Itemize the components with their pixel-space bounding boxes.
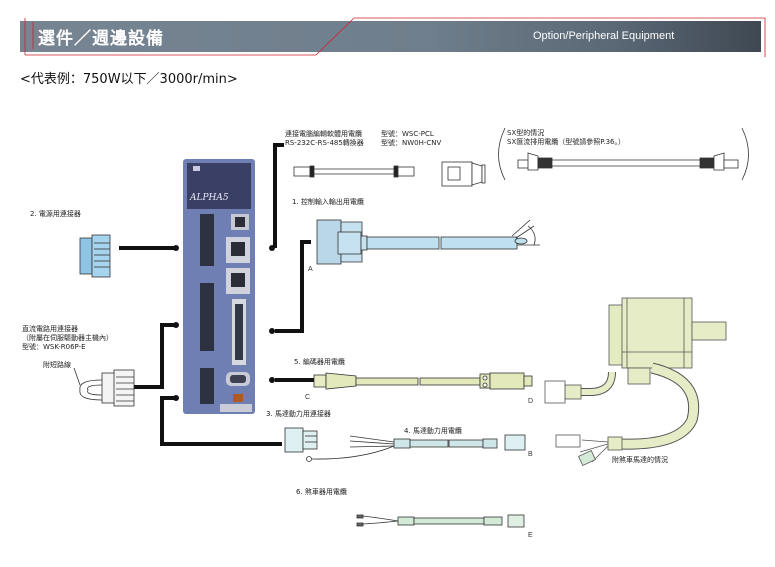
drive-brand-label: ALPHA5 (189, 193, 229, 203)
motor-power-connector[interactable] (284, 427, 318, 462)
point-b: B (528, 451, 533, 458)
connection-lines (117, 143, 314, 446)
servo-motor[interactable] (544, 297, 727, 467)
line-to-pc-cable (273, 143, 284, 248)
dc-connector[interactable] (73, 367, 135, 407)
line-to-dc-connector (117, 323, 174, 389)
power-connector[interactable] (79, 234, 111, 278)
item-2-label: 2. 電源用連接器 (30, 210, 81, 218)
point-e: E (528, 532, 533, 539)
servo-drive[interactable] (183, 159, 255, 414)
item-4-label: 4. 馬達動力用電纜 (404, 427, 462, 435)
io-cable[interactable] (316, 219, 540, 265)
point-a: A (308, 266, 313, 273)
rs485-converter[interactable] (441, 161, 486, 187)
dc-connector-model: 型號：WSK-R06P-E (22, 343, 86, 351)
connection-dots (173, 245, 275, 401)
header-bar (20, 21, 761, 52)
sx-note-line-1: SX型的情況 (507, 129, 545, 137)
header-accent-lines (24, 17, 766, 57)
example-caption: <代表例：750W以下／3000r/min> (20, 72, 238, 87)
encoder-cable[interactable] (313, 372, 533, 390)
motor-power-cable[interactable] (311, 434, 526, 460)
page-title: 選件／週邊設備 (38, 29, 164, 49)
short-wire-label: 附短路線 (43, 361, 71, 369)
page-subtitle-en: Option/Peripheral Equipment (533, 30, 675, 42)
brake-cable[interactable] (356, 514, 525, 528)
pc-cable-model: 型號：WSC-PCL (381, 130, 434, 138)
converter-model: 型號：NW0H-CNV (381, 139, 442, 147)
sx-bus-cable[interactable] (498, 127, 749, 181)
item-6-label: 6. 煞車器用電纜 (296, 488, 347, 496)
item-5-label: 5. 編碼器用電纜 (294, 358, 345, 366)
line-to-io-cable (275, 240, 311, 333)
item-3-label: 3. 馬達動力用連接器 (266, 410, 331, 418)
line-to-motor-connector (160, 396, 282, 446)
pc-cable[interactable] (293, 165, 415, 178)
dc-connector-label-1: 直流電路用連接器 (22, 325, 78, 333)
sx-note-line-2: SX匯流排用電纜（型號請參照P.36。） (507, 138, 626, 146)
point-c: C (305, 394, 311, 401)
pc-cable-label-1: 連接電腦編輯軟體用電纜 (285, 130, 362, 138)
point-d: D (528, 398, 534, 405)
brake-motor-note: 附煞車馬達的情況 (612, 456, 668, 464)
dc-connector-label-2: （附屬在伺服驅動器主機內） (22, 334, 113, 342)
pc-cable-label-2: RS-232C-RS-485轉換器 (285, 139, 364, 147)
item-1-label: 1. 控制輸入輸出用電纜 (292, 198, 364, 206)
